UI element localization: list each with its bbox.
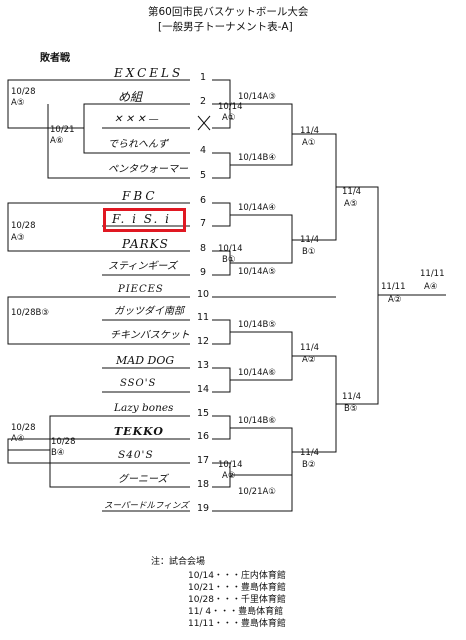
highlight-box [103,208,186,232]
match-date: 11/4 [300,448,320,458]
team-name: スーパードルフィンズ [104,501,189,511]
match-label: 10/14B⑥ [238,416,276,426]
team-name: MAD DOG [116,354,175,367]
team-number: 2 [199,96,207,107]
team-number: 7 [199,218,207,229]
team-name: グーニーズ [118,474,168,485]
team-name: SSO'S [120,378,157,389]
match-code: B② [302,460,316,470]
match-code: A⑤ [11,98,25,108]
team-name: Lazy bones [114,402,174,414]
match-code: B① [302,247,316,257]
match-code: A① [302,138,316,148]
match-date: 10/28 [11,221,36,231]
team-number: 11 [196,312,210,323]
team-name: でられへんず [108,139,168,150]
team-number: 16 [196,431,210,442]
match-date: 10/21 [50,125,75,135]
match-date: 11/4 [300,126,320,136]
match-code: A① [222,113,236,123]
match-date: 10/28 [51,437,76,447]
match-code: A② [222,471,236,481]
match-date: 10/14 [218,460,243,470]
match-code: A② [302,355,316,365]
match-label: 10/14B⑤ [238,320,276,330]
venue-note: 10/14・・・庄内体育館 [188,571,286,581]
team-number: 15 [196,408,210,419]
team-name: ガッツダイ南部 [114,306,184,317]
match-label: 10/14A④ [238,203,276,213]
team-name: S40'S [118,449,154,461]
team-number: 17 [196,455,210,466]
match-code: B⑤ [344,404,358,414]
match-date: 11/4 [300,343,320,353]
team-name: TEKKO [114,425,164,438]
team-name: PARKS [122,237,169,251]
venue-note: 11/11・・・豊島体育館 [188,619,286,629]
match-date: 11/4 [342,187,362,197]
team-number: 1 [199,72,207,83]
team-number: 18 [196,479,210,490]
match-date: 11/11 [381,282,406,292]
team-number: 6 [199,195,207,206]
match-code: A④ [424,282,438,292]
match-label: 10/14B④ [238,153,276,163]
page-title: 第60回市民バスケットボール大会 [148,6,309,18]
match-date: 10/28 [11,423,36,433]
team-number: 5 [199,170,207,181]
venue-note: 10/28・・・千里体育館 [188,595,286,605]
match-code: A③ [11,233,25,243]
team-number: 10 [196,289,210,300]
match-label: 10/14A⑤ [238,267,276,277]
match-date: 10/14 [218,244,243,254]
team-name: チキンバスケット [110,330,190,341]
page-subtitle: [一般男子トーナメント表-A] [158,21,293,33]
team-number: 4 [199,145,207,156]
team-number: 19 [196,503,210,514]
match-date: 11/4 [300,235,320,245]
match-label: 10/21A① [238,487,276,497]
team-number: 14 [196,384,210,395]
match-date: 10/28 [11,87,36,97]
losers-bracket-label: 敗者戦 [40,53,70,64]
team-name: F. i S. i [112,212,171,226]
team-number: 12 [196,336,210,347]
team-name: PIECES [118,284,164,295]
match-date: 11/11 [420,269,445,279]
team-number: 8 [199,243,207,254]
team-name: EXCELS [114,66,184,80]
match-label: 10/14A⑥ [238,368,276,378]
match-code: A⑤ [344,199,358,209]
match-code: B④ [51,448,65,458]
match-label: 10/14A③ [238,92,276,102]
team-number: 13 [196,360,210,371]
match-code: A④ [11,434,25,444]
team-name: FBC [122,189,158,203]
team-name: ✕ ✕ ✕ — [114,114,159,125]
team-name: め組 [118,90,143,104]
team-name: スティンギーズ [108,261,177,272]
venue-note: 10/21・・・豊島体育館 [188,583,286,593]
match-code: B① [222,255,236,265]
team-name: ペンタウォーマー [108,164,188,175]
match-code: A② [388,295,402,305]
notes-heading: 注：試合会場 [151,557,206,567]
venue-note: 11/ 4・・・豊島体育館 [188,607,284,617]
match-code: A⑥ [50,136,64,146]
match-label: 10/28B③ [11,308,49,318]
match-date: 11/4 [342,392,362,402]
match-date: 10/14 [218,102,243,112]
team-number: 9 [199,267,207,278]
